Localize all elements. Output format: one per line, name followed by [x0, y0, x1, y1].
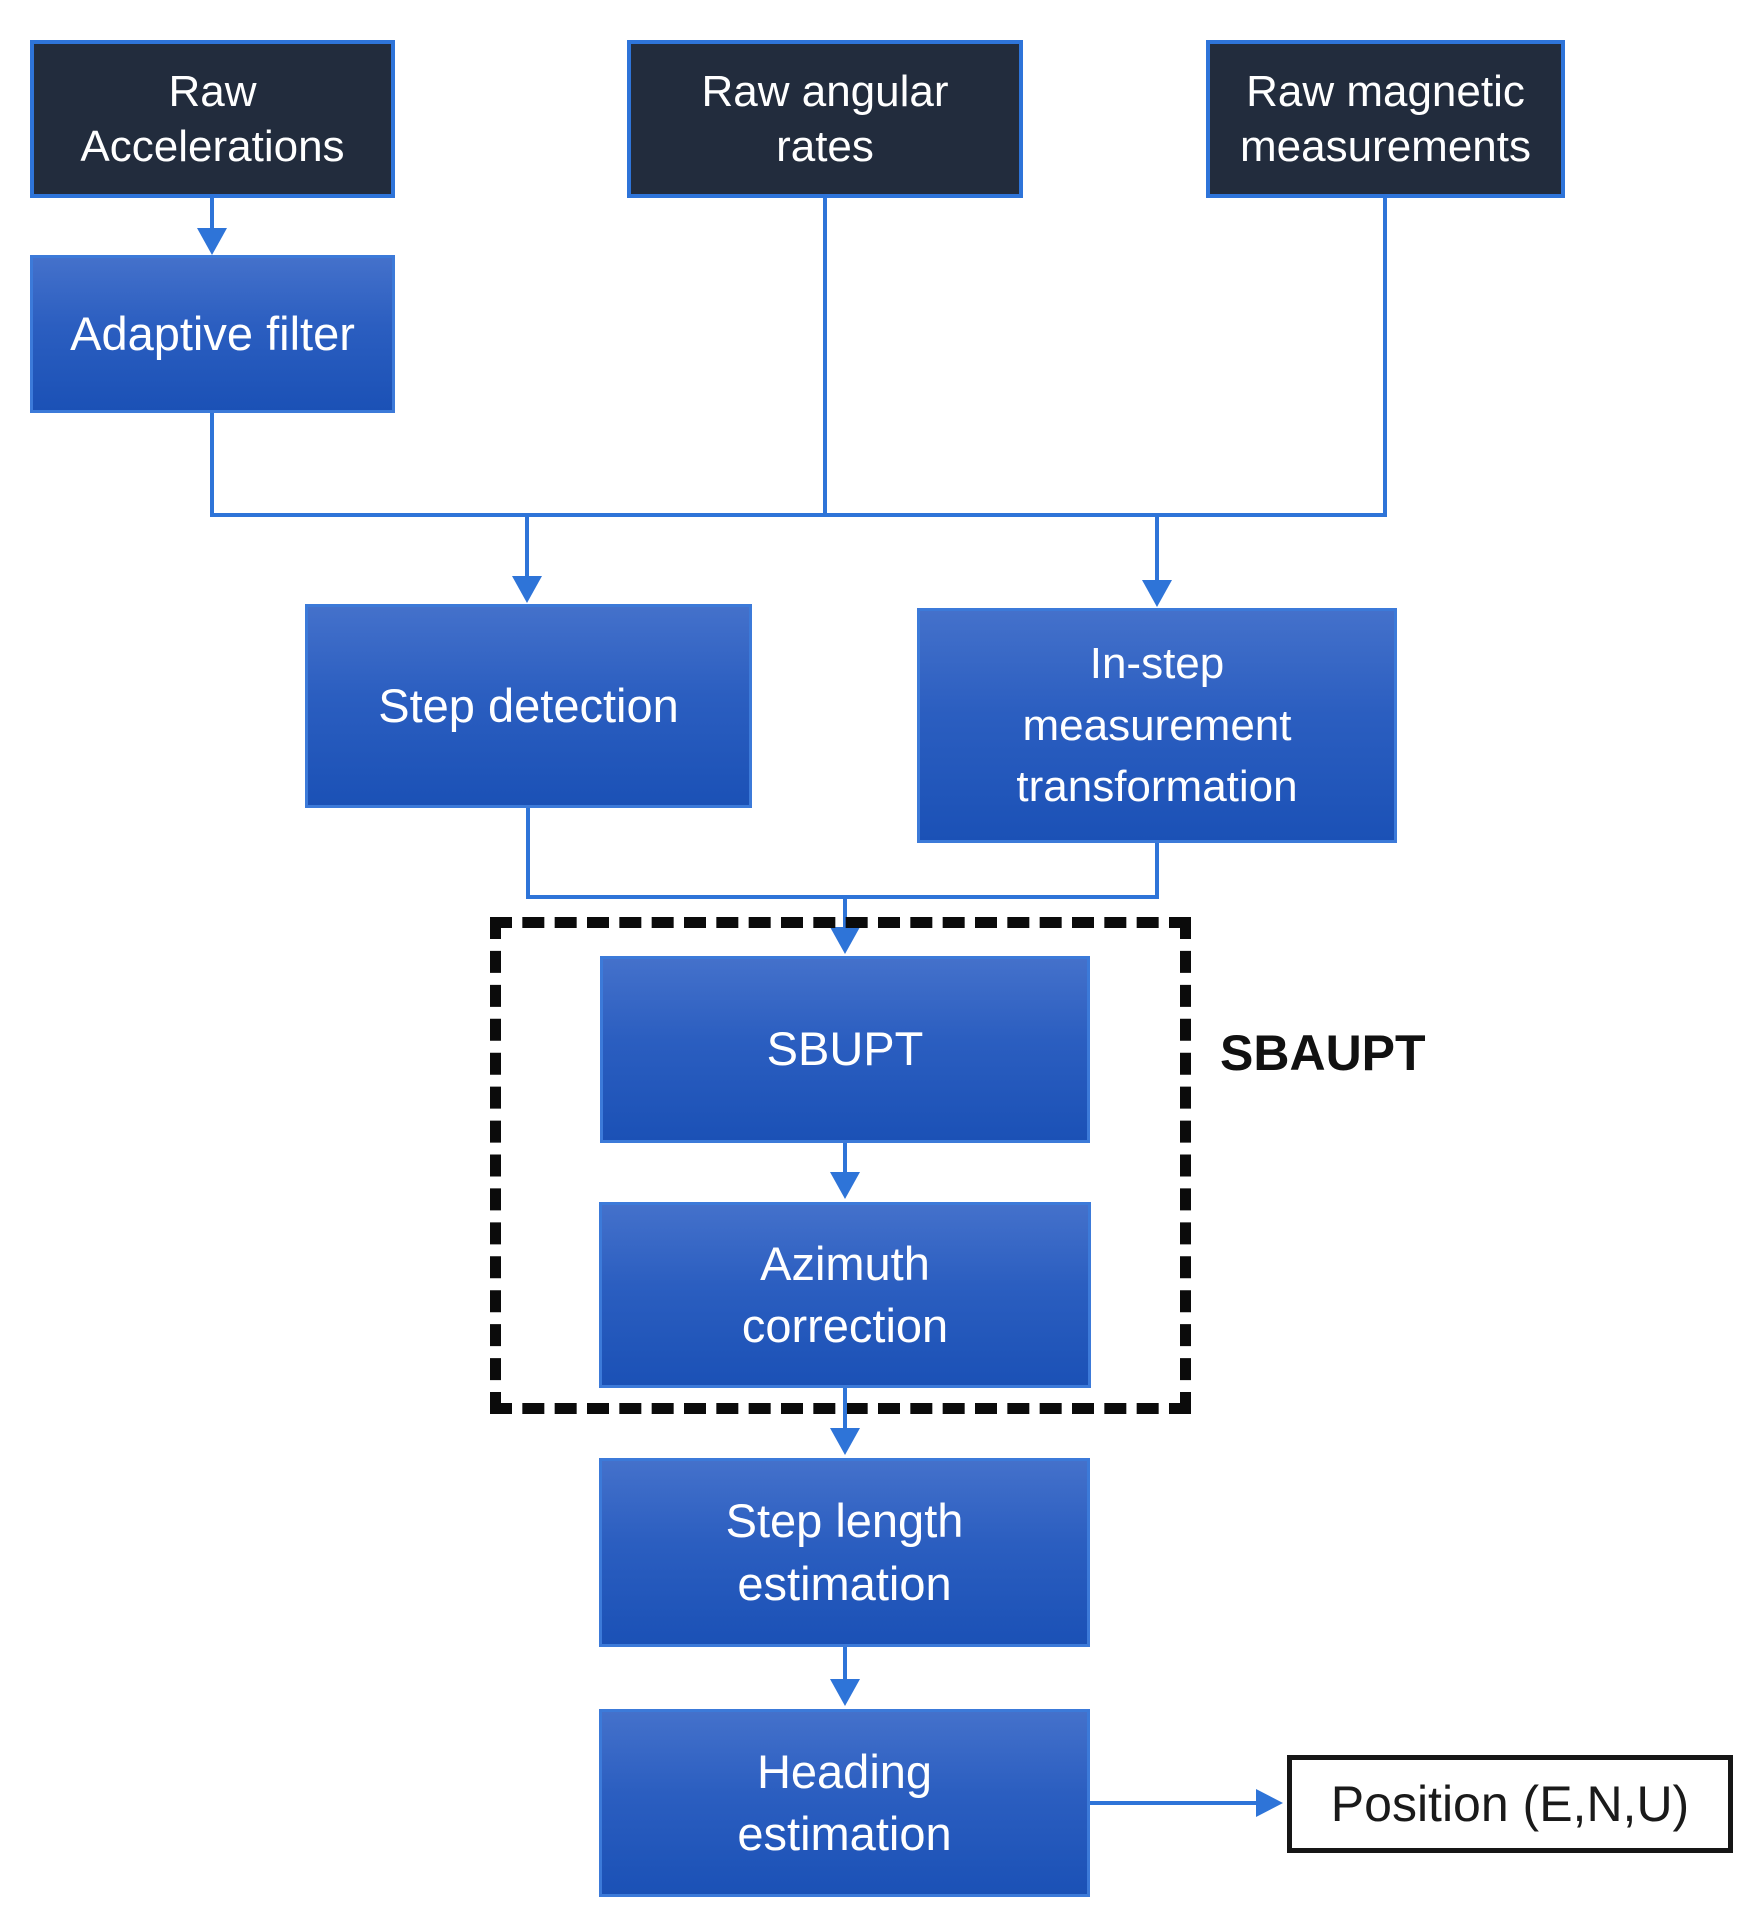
connector-raw-accel-to-adaptive-arrowhead: [197, 228, 227, 255]
connector-instep-to-bus2-line: [1155, 843, 1159, 899]
node-heading-estimation-label: Heading estimation: [737, 1744, 952, 1860]
node-position-output-label: Position (E,N,U): [1330, 1776, 1690, 1832]
connector-magnetic-to-bus1-line: [1383, 198, 1387, 513]
node-raw-angular-rates: Raw angular rates: [627, 40, 1023, 198]
sbaupt-group-label: SBAUPT: [1220, 1025, 1426, 1081]
node-step-detection: Step detection: [305, 604, 752, 808]
connector-bus1-to-instep-arrowhead: [1142, 580, 1172, 607]
connector-sbupt-to-azimuth-line: [843, 1143, 847, 1174]
connector-bus2-to-sbupt-line: [843, 899, 847, 928]
connector-bus1-to-step-detection-arrowhead: [512, 576, 542, 603]
node-position-output: Position (E,N,U): [1287, 1755, 1733, 1853]
node-azimuth-correction-label: Azimuth correction: [741, 1236, 949, 1352]
connector-heading-to-position-line: [1090, 1801, 1258, 1805]
connector-bus2-to-sbupt-arrowhead: [830, 927, 860, 954]
connector-angular-to-bus1-line: [823, 198, 827, 513]
node-raw-magnetic-measurements: Raw magnetic measurements: [1206, 40, 1565, 198]
node-step-length-estimation: Step length estimation: [599, 1458, 1090, 1647]
node-adaptive-filter: Adaptive filter: [30, 255, 395, 413]
node-sbupt-label: SBUPT: [766, 1022, 924, 1076]
node-azimuth-correction: Azimuth correction: [599, 1202, 1091, 1388]
connector-heading-to-position-arrowhead: [1256, 1789, 1283, 1817]
connector-sbupt-to-azimuth-arrowhead: [830, 1172, 860, 1199]
node-in-step-measurement-transformation-label: In-step measurement transformation: [1016, 639, 1298, 812]
connector-bus1-horizontal: [210, 513, 1387, 517]
connector-bus2-horizontal: [526, 895, 1159, 899]
connector-bus1-to-step-detection-line: [525, 517, 529, 578]
node-heading-estimation: Heading estimation: [599, 1709, 1090, 1897]
node-raw-angular-rates-label: Raw angular rates: [701, 66, 949, 171]
node-sbupt: SBUPT: [600, 956, 1090, 1143]
node-raw-accelerations: Raw Accelerations: [30, 40, 395, 198]
connector-bus1-to-instep-line: [1155, 517, 1159, 582]
connector-azimuth-to-steplength-line: [843, 1388, 847, 1430]
node-step-length-estimation-label: Step length estimation: [725, 1494, 964, 1610]
connector-steplength-to-heading-line: [843, 1647, 847, 1681]
node-raw-magnetic-measurements-label: Raw magnetic measurements: [1239, 66, 1531, 171]
node-step-detection-label: Step detection: [378, 678, 679, 732]
connector-azimuth-to-steplength-arrowhead: [830, 1428, 860, 1455]
node-in-step-measurement-transformation: In-step measurement transformation: [917, 608, 1397, 843]
connector-raw-accel-to-adaptive-line: [210, 198, 214, 230]
connector-adaptive-to-bus1-line: [210, 413, 214, 515]
connector-step-detection-to-bus2-line: [526, 808, 530, 899]
connector-steplength-to-heading-arrowhead: [830, 1679, 860, 1706]
node-raw-accelerations-label: Raw Accelerations: [80, 66, 345, 171]
node-adaptive-filter-label: Adaptive filter: [70, 306, 355, 360]
sbaupt-group-dashed-box: [490, 917, 1191, 1414]
